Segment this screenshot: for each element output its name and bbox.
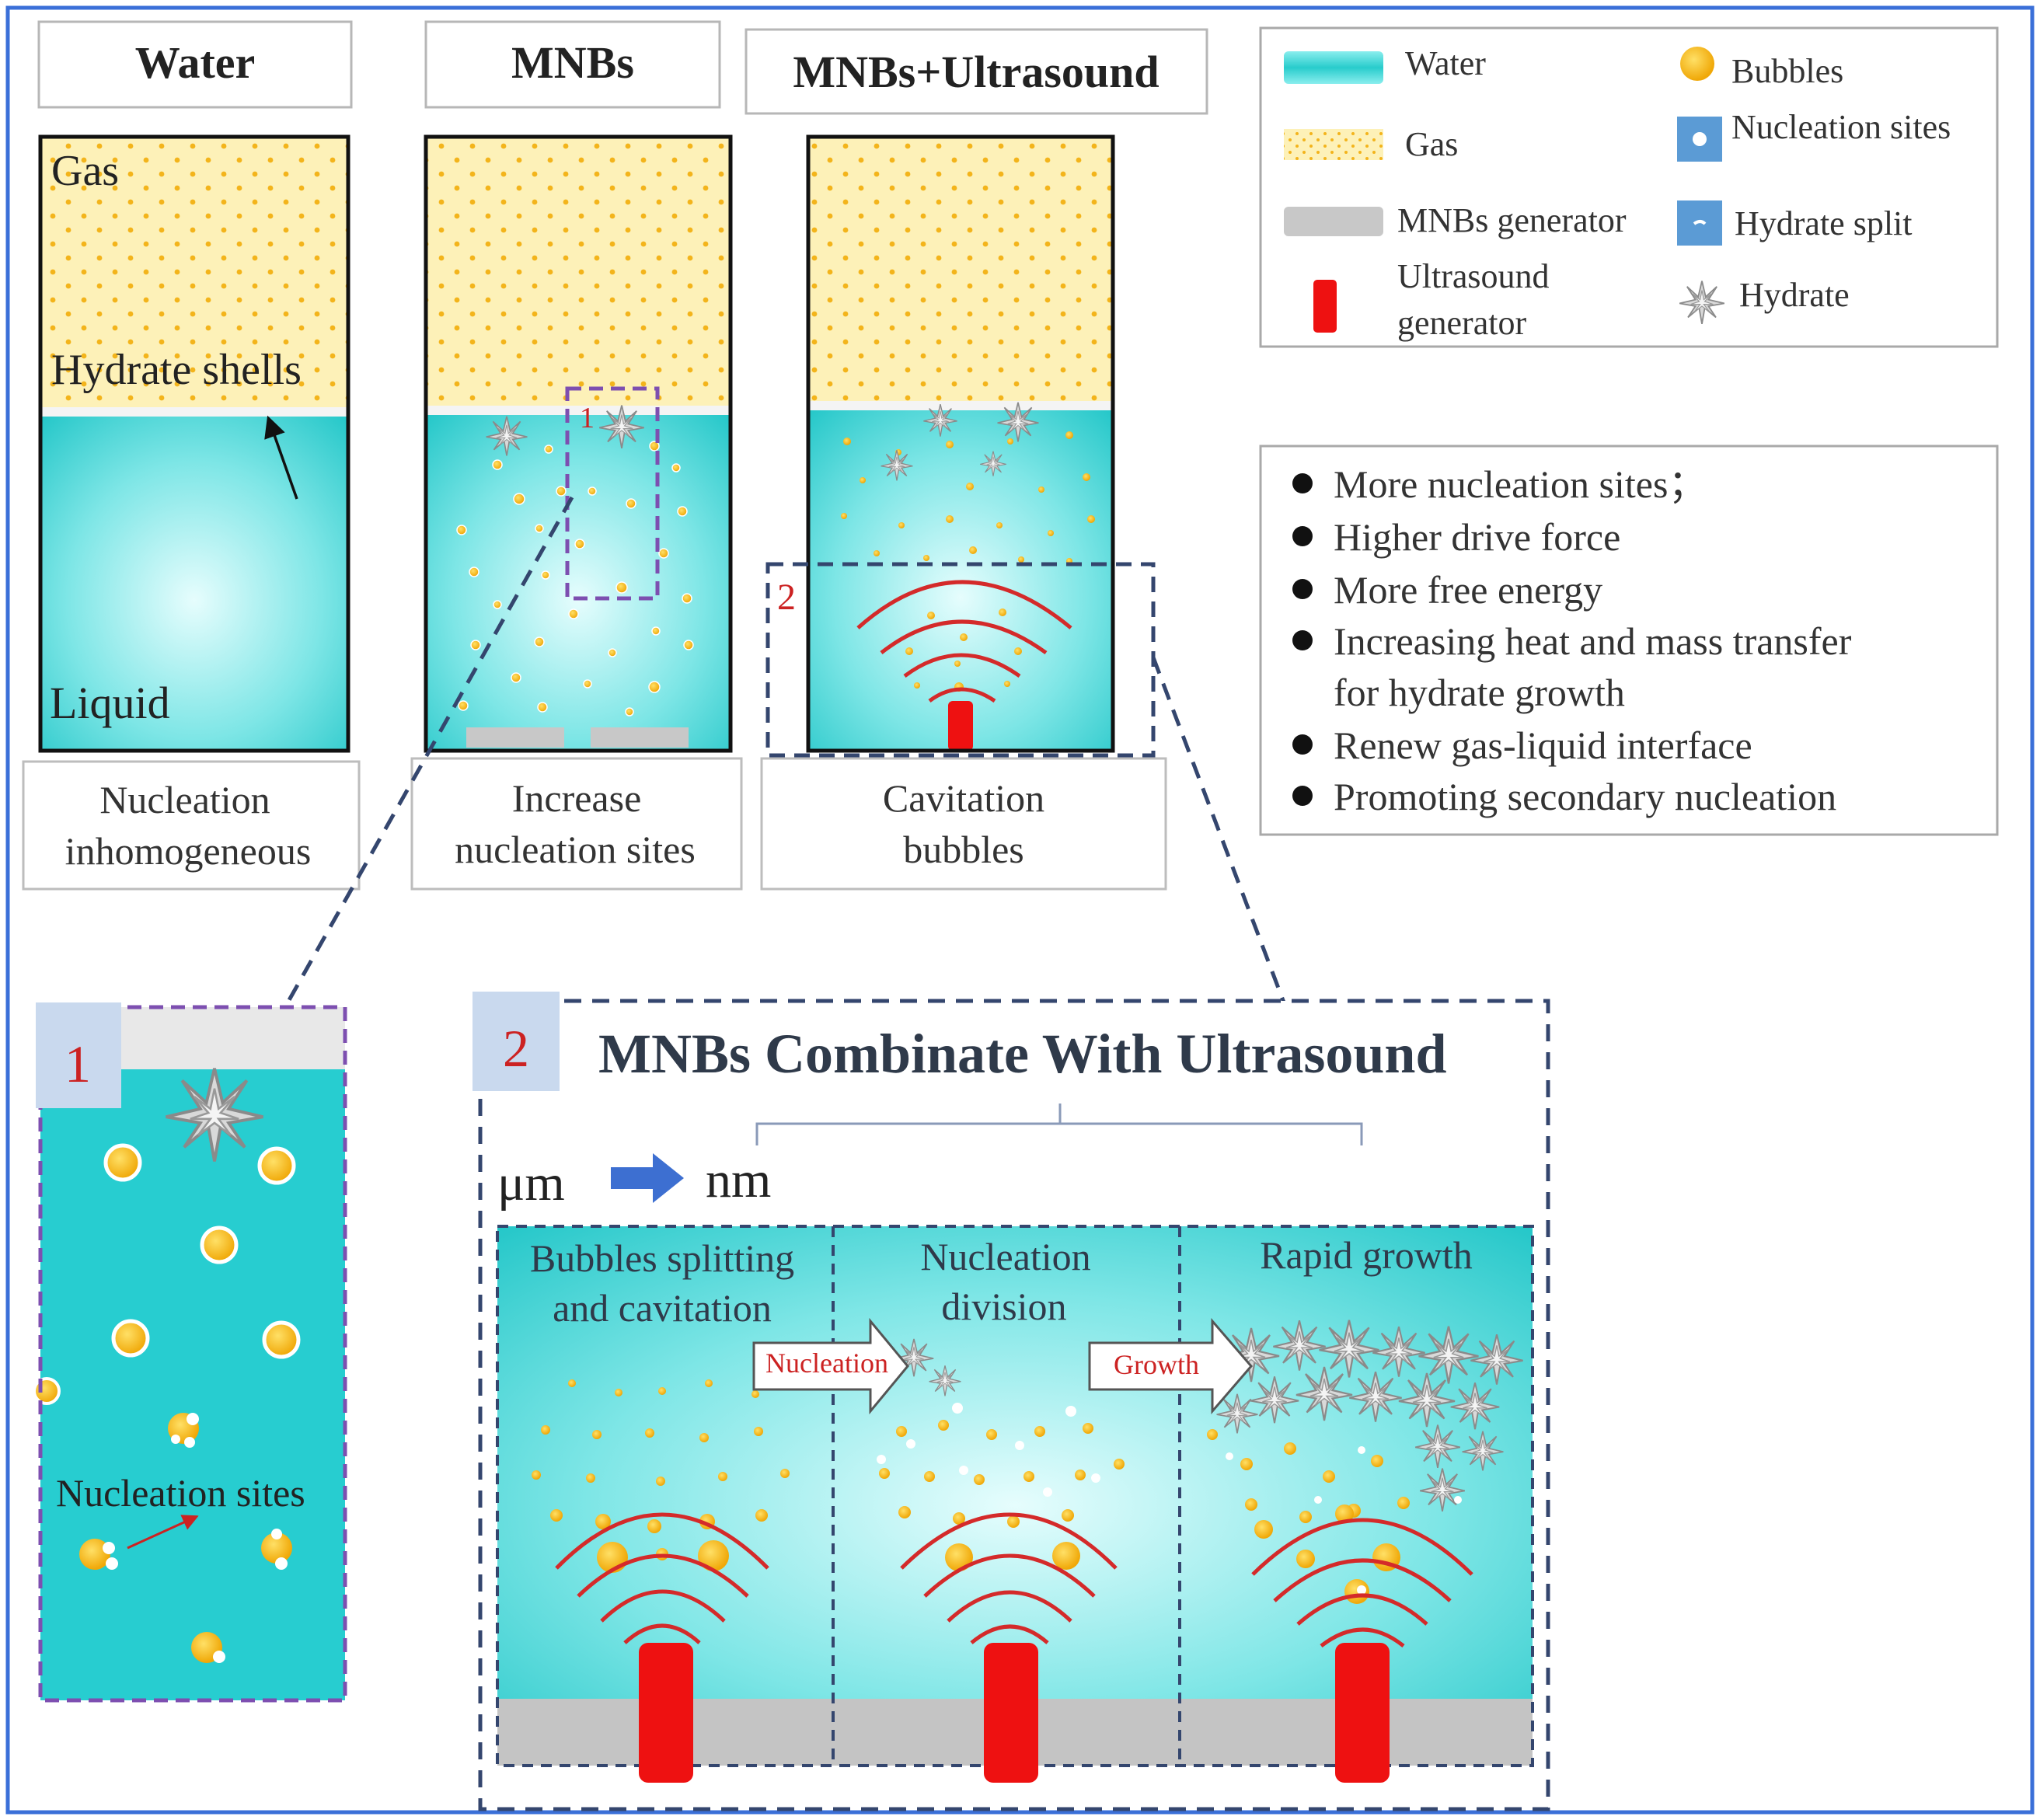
vessel-mnbs: 1: [424, 134, 733, 753]
stage-2-ultrasound-generator: [984, 1643, 1038, 1783]
effect-item: Promoting secondary nucleation: [1334, 775, 1836, 818]
panel-title: MNBs: [511, 37, 634, 88]
liquid-label: Liquid: [50, 678, 170, 728]
caption-mnbs-ultrasound: Cavitation bubbles: [760, 757, 1167, 891]
scale-arrow-icon: [611, 1153, 684, 1203]
scale-to-label: nm: [706, 1152, 771, 1208]
legend-mnbs-generator-swatch: [1284, 207, 1383, 236]
gas-region: [808, 137, 1113, 401]
legend-water-label: Water: [1405, 44, 1486, 82]
stage-1-bubbles: [532, 1379, 790, 1573]
stage-label: Nucleation: [920, 1235, 1090, 1278]
nucleation-site-dots: [103, 1413, 288, 1663]
effect-item: Increasing heat and mass transfer: [1334, 619, 1852, 663]
legend-bubbles-label: Bubbles: [1731, 52, 1843, 90]
panel-title: MNBs+Ultrasound: [793, 47, 1159, 97]
stage-1-ultrasound-generator: [639, 1643, 693, 1783]
effect-item: for hydrate growth: [1334, 671, 1625, 714]
stage-3-waves: [1251, 1518, 1473, 1647]
legend-ultrasound-label: generator: [1397, 304, 1526, 342]
panel-header-mnbs: MNBs: [424, 20, 721, 109]
micro-bubbles: [456, 441, 694, 716]
detail-2-number: 2: [503, 1019, 529, 1078]
panel-title: Water: [135, 37, 256, 88]
legend-ultrasound-label: Ultrasound: [1397, 257, 1550, 295]
detail-1-number-tab: [36, 1002, 121, 1108]
legend-mnbs-generator-label: MNBs generator: [1397, 201, 1627, 239]
nucleation-arrow-label: Nucleation: [765, 1348, 888, 1379]
nucleation-pointer-arrow: [127, 1515, 199, 1550]
legend-ultrasound-swatch: [1313, 280, 1337, 333]
stage-label: and cavitation: [553, 1286, 772, 1330]
zoom-box-1: [565, 386, 660, 601]
legend-water-swatch: [1284, 51, 1383, 84]
stage-bracket: [755, 1104, 1363, 1145]
legend-hydrate-label: Hydrate: [1739, 276, 1850, 314]
caption-line: Cavitation: [883, 776, 1044, 820]
caption-line: Nucleation: [99, 778, 270, 821]
effect-item: Higher drive force: [1334, 515, 1620, 559]
effect-item: More free energy: [1334, 568, 1602, 612]
nucleation-sites-label: Nucleation sites: [56, 1471, 305, 1515]
hydrate-shell-layer: [40, 407, 348, 417]
legend-gas-label: Gas: [1405, 125, 1458, 163]
liquid-region: [426, 415, 731, 751]
detail-2-title: MNBs Combinate With Ultrasound: [598, 1023, 1447, 1085]
growth-arrow: Growth: [1088, 1317, 1253, 1415]
stage-label: division: [941, 1285, 1066, 1328]
stage-label: Rapid growth: [1260, 1233, 1473, 1277]
hydrate-shell-layer: [808, 401, 1113, 410]
stage-3-nucleation-sites: [1226, 1446, 1462, 1595]
gas-label: Gas: [51, 147, 119, 195]
zoom-box-number: 2: [777, 577, 796, 618]
panel-header-mnbs-ultrasound: MNBs+Ultrasound: [745, 28, 1208, 115]
gas-region: [40, 137, 348, 415]
legend-box: Water Gas MNBs generator Ultrasound gene…: [1259, 26, 1999, 348]
stage-label: Bubbles splitting: [530, 1236, 794, 1280]
zoom-box-number: 1: [580, 402, 595, 434]
stage-3-ultrasound-generator: [1335, 1643, 1390, 1783]
growth-arrow-label: Growth: [1114, 1349, 1199, 1380]
caption-line: Increase: [512, 776, 642, 820]
effects-box: More nucleation sites； Higher drive forc…: [1259, 445, 1999, 836]
legend-bubble-icon: [1680, 47, 1714, 81]
stage-1-waves: [555, 1512, 769, 1644]
caption-line: nucleation sites: [455, 828, 696, 871]
liquid-region: [40, 417, 348, 751]
detail-1-liquid: [40, 1069, 345, 1700]
detail-2-number-tab: [473, 992, 560, 1091]
nucleation-arrow: Nucleation: [752, 1317, 909, 1415]
panel-header-water: Water: [37, 20, 353, 109]
stage-2-waves: [900, 1512, 1118, 1644]
effect-item: More nucleation sites；: [1334, 462, 1707, 506]
scale-from-label: μm: [497, 1155, 565, 1212]
stage-2-nucleation-sites: [877, 1403, 1100, 1497]
ultrasound-generator: [948, 701, 973, 751]
detail-2: 2 MNBs Combinate With Ultrasound μm nm B…: [473, 992, 1550, 1811]
stage-3-bubbles: [1207, 1429, 1410, 1604]
gas-region: [426, 137, 731, 406]
mnbs-generator: [591, 727, 689, 748]
connector-line-1: [284, 496, 574, 1007]
hydrate-shell-layer: [426, 406, 731, 415]
detail-1: Nucleation sites 1: [33, 1002, 347, 1703]
legend-nucleation-sites-label: Nucleation sites: [1731, 108, 1951, 146]
connector-line-2: [1151, 657, 1286, 1003]
ultrasound-waves: [856, 580, 1072, 703]
vessel-mnbs-ultrasound: 2: [765, 134, 1156, 758]
caption-water: Nucleation inhomogeneous: [22, 760, 361, 891]
stage-2-bubbles: [879, 1420, 1125, 1571]
legend-gas-swatch: [1284, 129, 1383, 160]
legend-hydrate-split-label: Hydrate split: [1735, 204, 1913, 242]
vessel-water: Gas Hydrate shells Liquid: [38, 134, 350, 753]
shell-pointer-arrow: [264, 415, 298, 500]
mnbs-generator: [466, 727, 564, 748]
caption-line: bubbles: [903, 828, 1024, 871]
caption-line: inhomogeneous: [65, 829, 312, 873]
effect-item: Renew gas-liquid interface: [1334, 723, 1752, 767]
hydrate-shells-label: Hydrate shells: [51, 346, 302, 394]
caption-mnbs: Increase nucleation sites: [410, 757, 743, 891]
detail-1-number: 1: [65, 1034, 91, 1093]
